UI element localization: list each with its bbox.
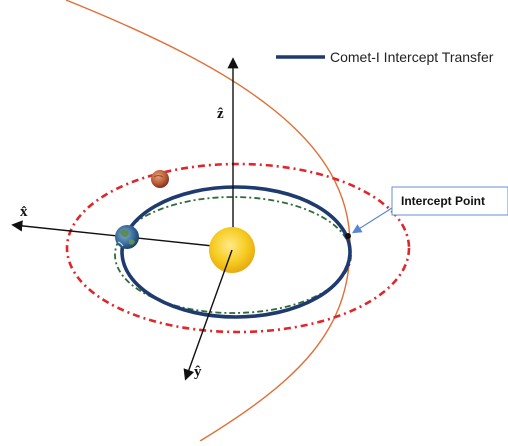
callout-box — [391, 186, 508, 216]
callout-label: Intercept Point — [401, 194, 485, 208]
transfer-orbit — [120, 185, 352, 319]
x-axis-label: x̂ — [20, 204, 28, 220]
z-axis-label: ẑ — [217, 106, 224, 122]
y-axis — [183, 249, 233, 381]
legend-label: Comet-I Intercept Transfer — [330, 49, 494, 65]
mars-icon — [151, 170, 169, 188]
intercept-point-marker — [345, 233, 351, 239]
callout-arrow — [351, 207, 393, 234]
legend: Comet-I Intercept Transfer — [276, 49, 494, 65]
mars-orbit — [65, 162, 411, 334]
y-axis-label: ŷ — [194, 364, 202, 380]
intercept-callout: Intercept Point — [351, 186, 508, 234]
comet-trajectory — [65, 0, 351, 442]
earth-icon — [115, 225, 139, 249]
